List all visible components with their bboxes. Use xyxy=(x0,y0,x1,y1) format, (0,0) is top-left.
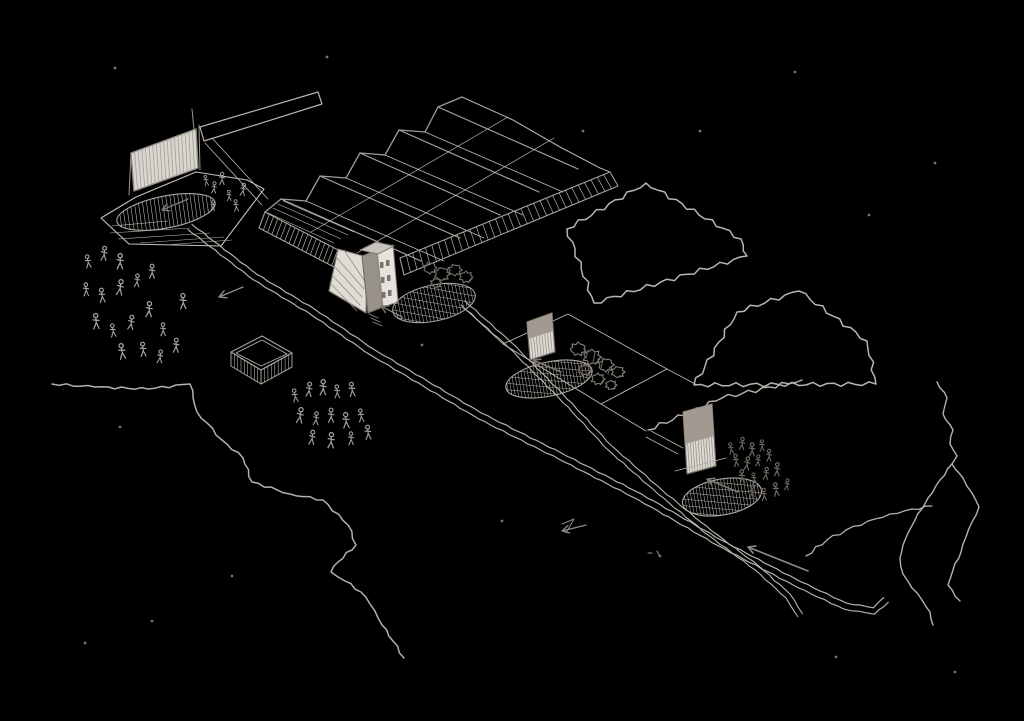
tiny-ticks xyxy=(647,550,660,556)
streams xyxy=(805,381,980,626)
flag-arrow xyxy=(561,524,587,534)
field-upper xyxy=(566,182,748,304)
lower-wall-shade xyxy=(683,404,714,444)
people-west xyxy=(82,245,187,364)
planter-face-left xyxy=(230,351,262,385)
planter-box xyxy=(230,335,293,385)
creek xyxy=(805,505,933,557)
field-lower xyxy=(693,290,877,388)
path-direction-arrow xyxy=(218,286,244,299)
lower-wall-slats xyxy=(687,436,714,473)
billboard-posts xyxy=(128,108,201,196)
first-bay-hatch xyxy=(267,200,355,244)
lower-flow-arrow xyxy=(706,477,739,493)
center-court xyxy=(461,305,698,432)
crowd-figures xyxy=(728,436,790,502)
roof-cross-ties xyxy=(310,116,555,254)
stream-east xyxy=(936,381,980,602)
lower-wall-base xyxy=(645,430,727,472)
court-flow-arrow xyxy=(532,358,562,373)
house-steps xyxy=(368,313,383,327)
house-flow-arrow xyxy=(380,305,403,318)
winding-footpath xyxy=(51,383,405,659)
billboard-wall xyxy=(130,128,199,192)
lawn-ellipse xyxy=(392,282,476,324)
people-center xyxy=(291,378,372,449)
court-trees xyxy=(569,341,626,391)
footpath xyxy=(51,383,405,659)
hedge-line xyxy=(647,379,803,431)
long-fence-panel xyxy=(199,91,323,142)
lower-court xyxy=(645,403,790,517)
house-parapet xyxy=(359,241,395,255)
hedged-fields xyxy=(566,182,877,431)
court-wall-shade xyxy=(527,313,553,339)
north-east-eave xyxy=(461,96,611,173)
planter-face-right xyxy=(260,352,293,385)
court-wall-slats xyxy=(530,331,553,359)
terrace-people xyxy=(203,171,247,212)
road-secondary xyxy=(460,300,803,618)
roof-valleys xyxy=(305,131,564,262)
road-main xyxy=(187,223,889,615)
court-tree-trunks xyxy=(585,349,611,375)
people-groups xyxy=(82,245,372,449)
billboard-installation xyxy=(100,91,323,247)
terrace-flow-arrow xyxy=(161,198,189,212)
planter-rim-inner xyxy=(235,339,288,367)
side-facade-east xyxy=(399,171,619,276)
flag-mark xyxy=(561,518,575,534)
planter-rim-outer xyxy=(230,335,293,371)
lawn-bushes xyxy=(422,261,474,289)
farm-house xyxy=(328,241,403,327)
court-pond-ellipse xyxy=(505,359,593,399)
small-marks xyxy=(83,55,957,674)
house-lawn xyxy=(392,261,476,324)
house-windows xyxy=(380,260,392,298)
approach-lines xyxy=(204,137,269,206)
roof-ridges xyxy=(280,106,579,262)
stream-branch xyxy=(899,463,953,626)
greenhouse-complex xyxy=(258,96,619,276)
ink-specks xyxy=(83,55,957,674)
roads xyxy=(187,223,889,618)
roof-stripes xyxy=(329,249,367,312)
road-direction-arrow xyxy=(747,545,809,572)
terrace-outline xyxy=(100,171,265,247)
